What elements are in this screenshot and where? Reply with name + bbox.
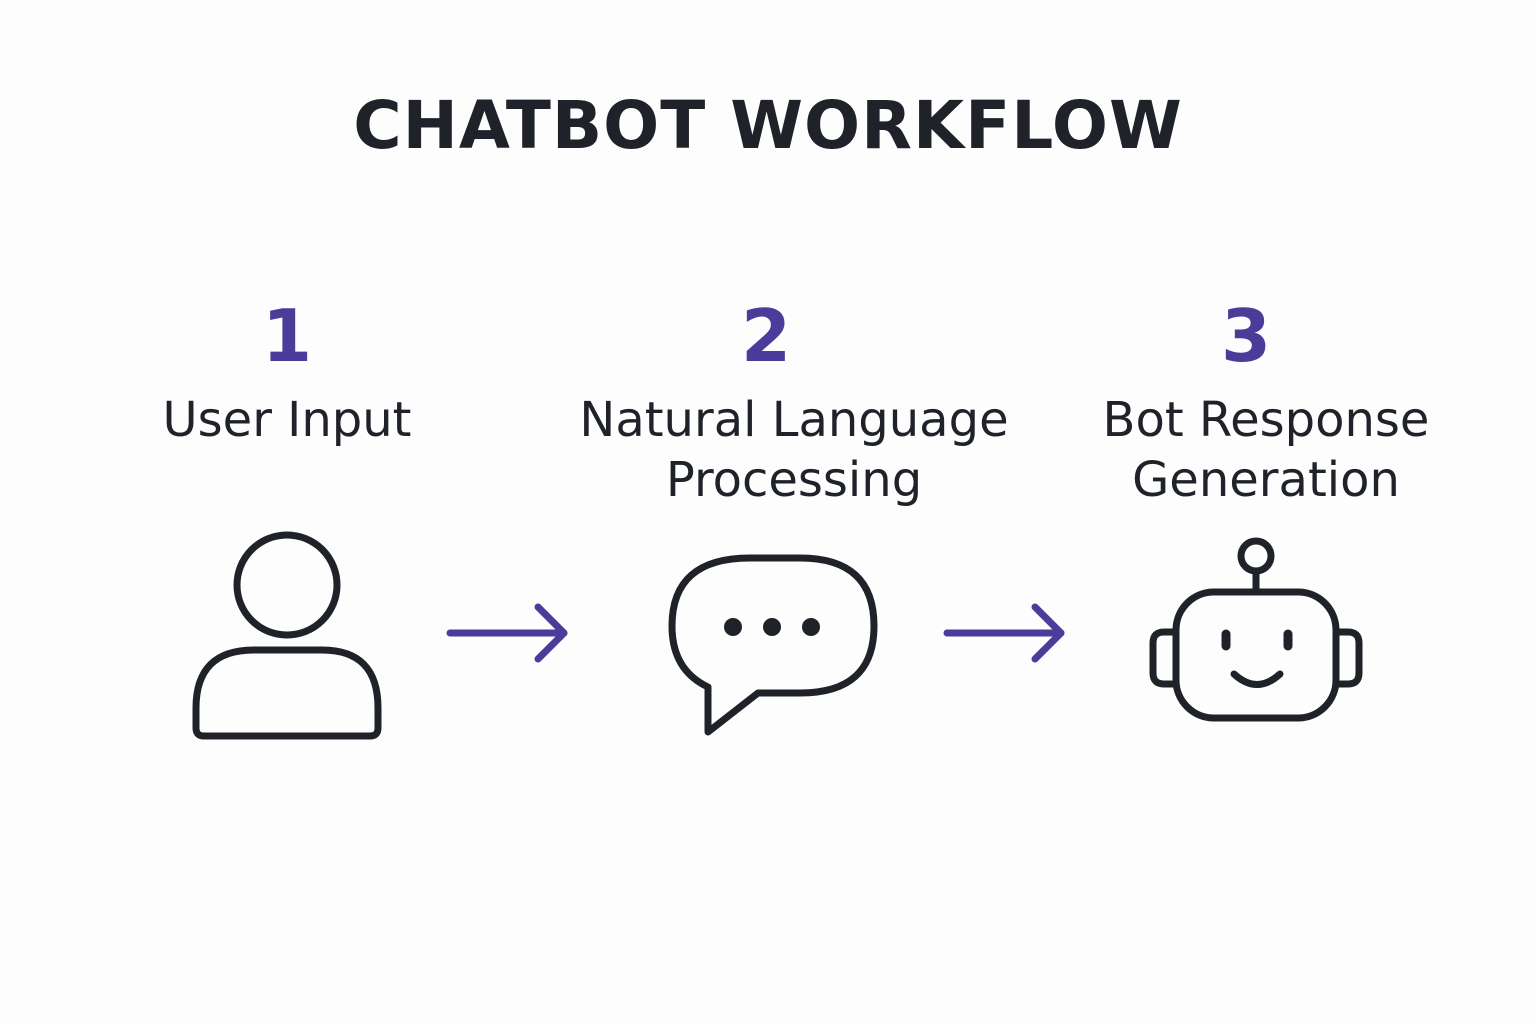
robot-icon (1140, 530, 1380, 730)
diagram-title: CHATBOT WORKFLOW (353, 87, 1183, 164)
step-label: User Input (162, 392, 412, 448)
arrow-right-icon (941, 600, 1071, 666)
arrow-right-icon (444, 600, 574, 666)
step-number: 3 (1220, 294, 1272, 378)
speech-bubble-icon (660, 550, 890, 740)
step-label: Natural Language Processing (579, 392, 1009, 508)
step-number: 2 (740, 294, 792, 378)
user-icon (180, 520, 400, 760)
step-number: 1 (261, 294, 313, 378)
step-label: Bot Response Generation (1102, 392, 1430, 508)
